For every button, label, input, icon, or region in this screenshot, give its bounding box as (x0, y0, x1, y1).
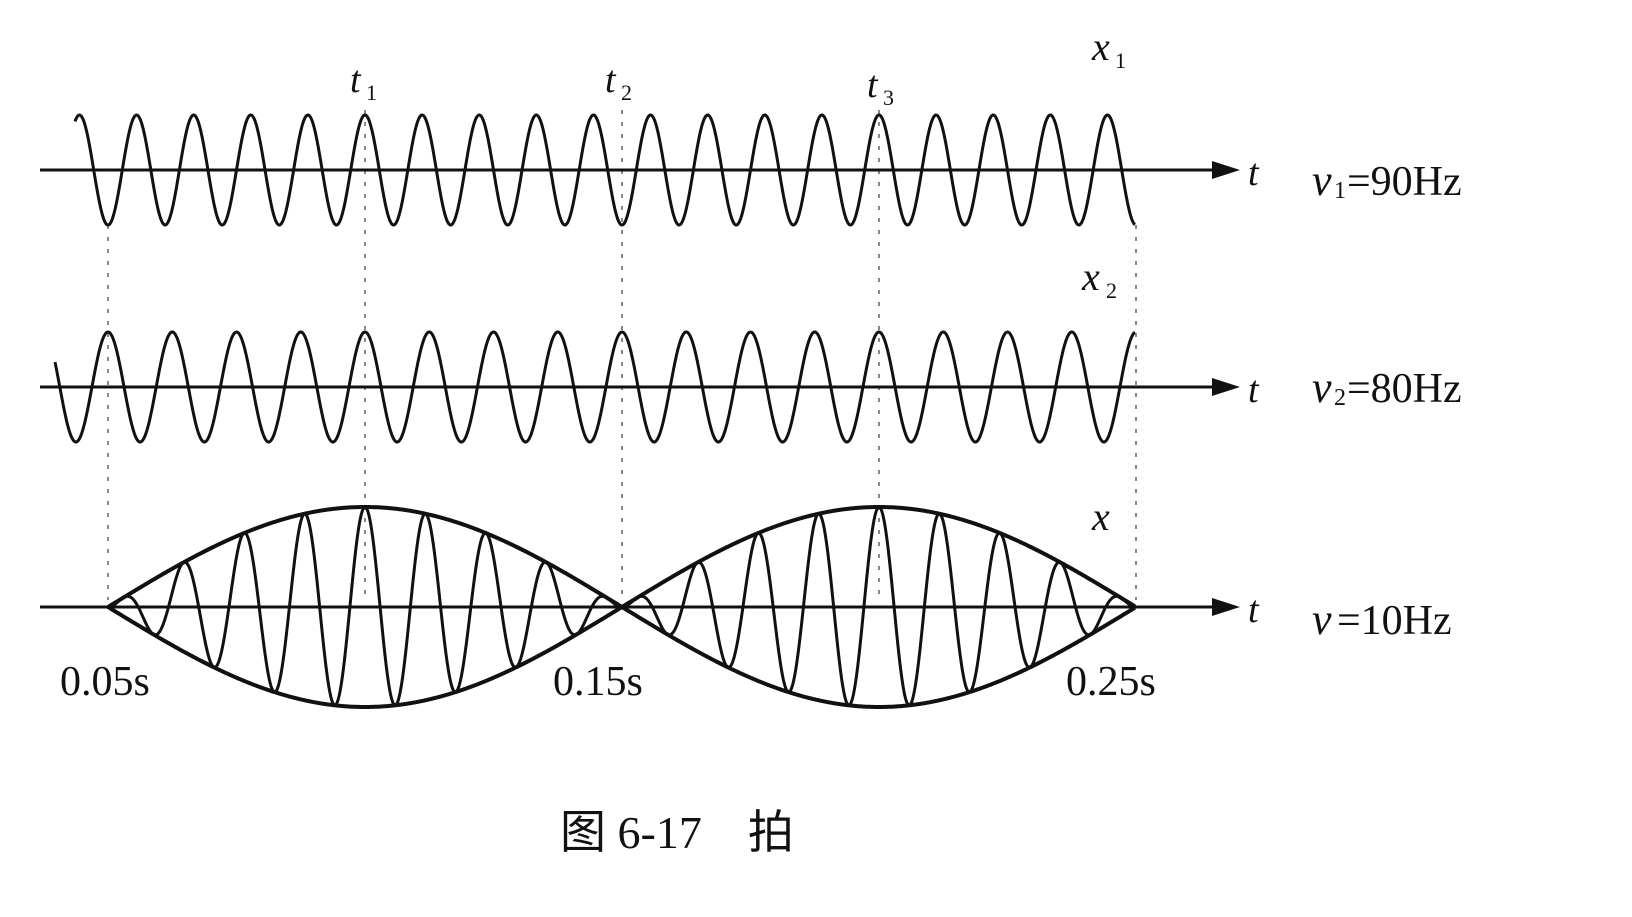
wave-x2 (53, 330, 1136, 444)
t-axis-label: t (1248, 589, 1260, 631)
axis-x1 (40, 161, 1240, 179)
arrow-icon (1212, 598, 1240, 616)
time-tick: 0.25s (1066, 659, 1156, 705)
svg-text:t: t (867, 64, 879, 106)
dashed-guide-lines (107, 110, 1137, 600)
svg-text:v: v (1312, 156, 1332, 205)
svg-text:v: v (1312, 595, 1332, 644)
axis-x2 (40, 378, 1240, 396)
svg-text:1: 1 (1334, 178, 1346, 204)
svg-text:3: 3 (883, 85, 894, 110)
time-tick: 0.05s (60, 659, 150, 705)
svg-text:v: v (1312, 363, 1332, 412)
svg-text:t: t (605, 59, 617, 101)
svg-text:x: x (1091, 24, 1110, 69)
svg-text:1: 1 (366, 80, 377, 105)
svg-text:=10Hz: =10Hz (1337, 598, 1452, 644)
arrow-icon (1212, 161, 1240, 179)
figure-caption: 图 6-17 拍 (560, 807, 794, 858)
t-axis-label: t (1248, 369, 1260, 411)
svg-text:2: 2 (1334, 385, 1346, 411)
label-x: x (1091, 494, 1110, 539)
axis-x (40, 598, 1240, 616)
svg-text:2: 2 (621, 80, 632, 105)
beat-envelope (106, 505, 1137, 709)
t-axis-label: t (1248, 152, 1260, 194)
time-tick: 0.15s (553, 659, 643, 705)
svg-text:=90Hz: =90Hz (1347, 159, 1462, 205)
freq-label-beat: v=10Hz (1312, 595, 1452, 644)
svg-text:t: t (350, 59, 362, 101)
svg-text:1: 1 (1115, 48, 1126, 73)
svg-text:x: x (1081, 254, 1100, 299)
wave-x1 (73, 113, 1136, 227)
svg-text:x: x (1091, 494, 1110, 539)
arrow-icon (1212, 378, 1240, 396)
svg-text:2: 2 (1106, 278, 1117, 303)
svg-text:=80Hz: =80Hz (1347, 366, 1462, 412)
